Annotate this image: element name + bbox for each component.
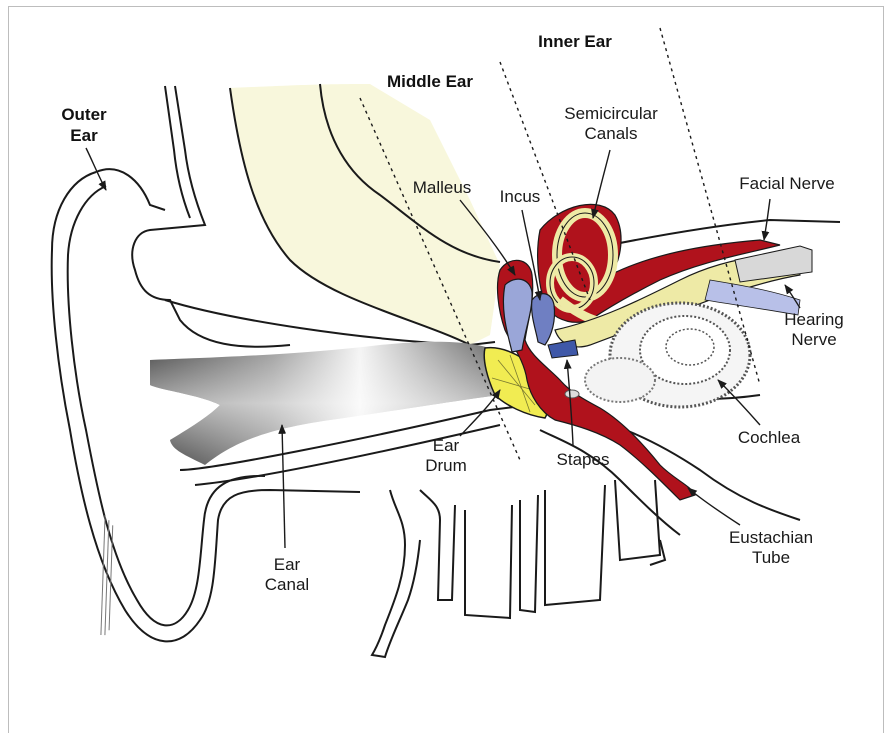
stapes-label: Stapes [557, 450, 610, 469]
jaw-bone-outline [372, 480, 665, 657]
temporal-tissue [230, 84, 500, 345]
facial-nerve-label: Facial Nerve [739, 174, 834, 193]
incus-label: Incus [500, 187, 541, 206]
incus [532, 294, 555, 345]
malleus [503, 279, 532, 352]
artist-credit-mark [96, 510, 115, 640]
stapes [548, 340, 578, 358]
inner-ear-label: Inner Ear [538, 32, 612, 51]
middle-ear-label: Middle Ear [387, 72, 473, 91]
oval-window [565, 390, 579, 398]
cochlea-label: Cochlea [738, 428, 801, 447]
malleus-label: Malleus [413, 178, 472, 197]
